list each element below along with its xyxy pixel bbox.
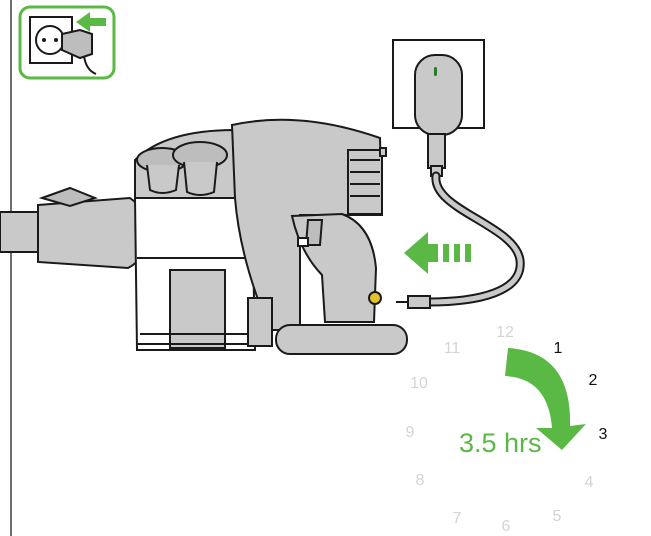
clock-number-6: 6: [501, 518, 511, 535]
insert-direction-arrow-icon: [404, 232, 471, 274]
page-edge-line: [10, 0, 12, 536]
clock-number-2: 2: [588, 372, 598, 389]
clock-number-9: 9: [405, 424, 415, 441]
clock-number-7: 7: [452, 510, 462, 527]
clock-number-11: 11: [443, 340, 461, 357]
charging-cable: [396, 171, 525, 309]
clock-number-5: 5: [552, 508, 562, 525]
clock-number-10: 10: [410, 375, 428, 392]
clock-number-1: 1: [553, 340, 563, 357]
charge-duration-label: 3.5 hrs: [459, 428, 542, 458]
clock-number-4: 4: [584, 474, 594, 491]
wall-socket-plug-in-icon: [18, 5, 116, 80]
clockwise-arrow-icon: [505, 348, 586, 450]
clock-number-3: 3: [598, 426, 608, 443]
clock-number-8: 8: [415, 472, 425, 489]
wall-adapter: [392, 39, 485, 177]
clock-number-12: 12: [496, 324, 514, 341]
handheld-vacuum: [0, 118, 408, 355]
